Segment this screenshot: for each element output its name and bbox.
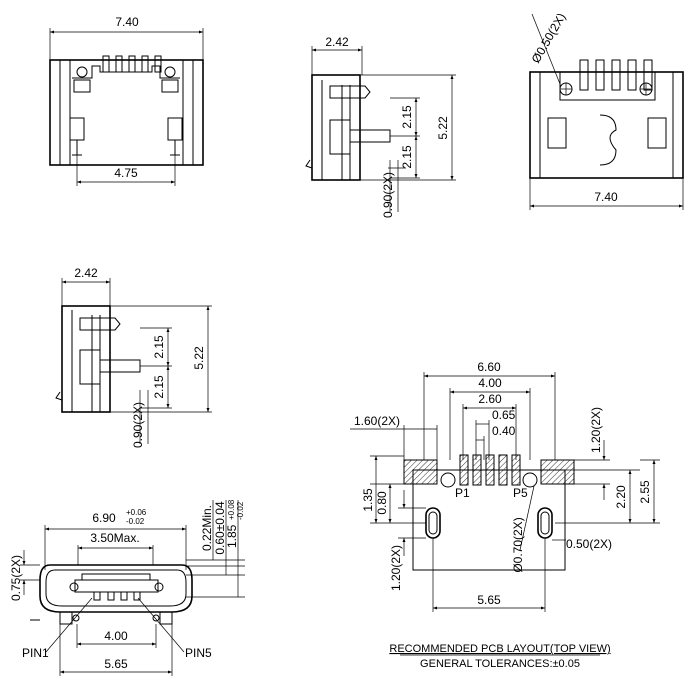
- side2-height-dim: 5.22: [192, 346, 206, 370]
- bottom-b-dim: 1.85: [225, 524, 239, 548]
- side-height-dim: 5.22: [436, 116, 450, 140]
- bottom-max-dim: 3.50Max.: [90, 531, 139, 545]
- front-width-dim: 7.40: [115, 15, 139, 29]
- bottom-min-dim: 0.22Min.: [200, 505, 214, 551]
- pcb-w660: 6.60: [477, 360, 501, 374]
- pin1-label: PIN1: [22, 646, 49, 660]
- pcb-title: RECOMMENDED PCB LAYOUT(TOP VIEW): [389, 643, 610, 655]
- bottom-left-dim: 0.75(2X): [9, 555, 23, 601]
- pcb-w400: 4.00: [478, 376, 502, 390]
- side-h2-dim: 2.15: [400, 145, 414, 169]
- pcb-tolerance: GENERAL TOLERANCES:±0.05: [420, 658, 580, 670]
- rear-view: Ø0.50(2X) 7.40: [529, 11, 684, 210]
- side2-depth-dim: 2.42: [74, 266, 98, 280]
- pcb-w260: 2.60: [478, 392, 502, 406]
- pcb-w565: 5.65: [477, 593, 501, 607]
- pin5-label: PIN5: [185, 646, 212, 660]
- rear-width-dim: 7.40: [594, 190, 618, 204]
- pcb-layout: 6.60 4.00 2.60 0.65 0.40 1.60(2X) P1 P5: [350, 360, 660, 670]
- pcb-slot-h: 1.20(2X): [389, 545, 403, 591]
- bottom-view: 6.90 +0.06 -0.02 3.50Max. 0.22Min. 0.60±…: [9, 499, 245, 676]
- pcb-p5-label: P5: [513, 486, 528, 500]
- side-h1-dim: 2.15: [400, 105, 414, 129]
- side-view-top: 2.42 5.22 2.15 2.15 0.90(2X): [305, 35, 456, 218]
- pcb-d135: 1.35: [361, 488, 375, 512]
- rear-hole-dim: Ø0.50(2X): [529, 11, 569, 66]
- front-view: 7.40 4.75: [49, 15, 204, 186]
- side2-h2-dim: 2.15: [152, 375, 166, 399]
- pcb-d220: 2.20: [614, 485, 628, 509]
- side2-h1-dim: 2.15: [152, 335, 166, 359]
- front-pitch-dim: 4.75: [114, 166, 138, 180]
- pcb-p1-label: P1: [455, 486, 470, 500]
- pcb-d080: 0.80: [375, 491, 389, 515]
- bottom-a-dim: 0.60±0.04: [213, 501, 227, 555]
- bottom-b-tol-plus: +0.08: [227, 499, 236, 520]
- pcb-pad-w: 1.60(2X): [354, 414, 400, 428]
- bottom-b-tol-minus: -0.02: [236, 501, 245, 520]
- pcb-hole-d: Ø0.70(2X): [511, 517, 525, 572]
- bottom-width2-dim: 5.65: [104, 657, 128, 671]
- side-depth-dim: 2.42: [325, 35, 349, 49]
- pcb-w040: 0.40: [492, 424, 516, 438]
- bottom-pinspan-dim: 4.00: [104, 629, 128, 643]
- side-thick-dim: 0.90(2X): [381, 172, 395, 218]
- pcb-pad-h: 1.20(2X): [589, 407, 603, 453]
- side2-thick-dim: 0.90(2X): [131, 402, 145, 448]
- pcb-slot-w: 0.50(2X): [566, 537, 612, 551]
- bottom-width-tol-plus: +0.06: [126, 508, 147, 517]
- bottom-width-dim: 6.90: [92, 511, 116, 525]
- bottom-width-tol-minus: -0.02: [126, 517, 145, 526]
- side-view-left: 2.42 5.22 2.15 2.15 0.90(2X): [55, 266, 212, 448]
- pcb-d255: 2.55: [638, 480, 652, 504]
- pcb-w065: 0.65: [492, 408, 516, 422]
